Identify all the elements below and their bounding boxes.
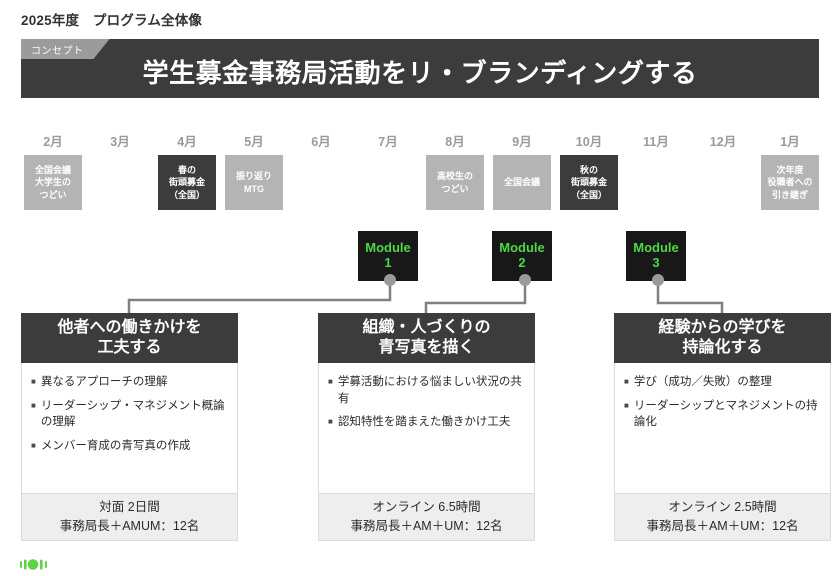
program-card-1[interactable]: 他者への働きかけを 工夫する ■ 異なるアプローチの理解 ■ リーダーシップ・マネジメン… <box>21 313 238 541</box>
timeline-month-3: 4月 <box>177 135 197 149</box>
connector-svg <box>127 274 724 313</box>
connector-dot-module1 <box>384 274 396 286</box>
card-bullet-list: ■ 学び（成功／失敗）の整理 ■ リーダーシップとマネジメントの持論化 <box>614 363 831 493</box>
module-label: Module <box>633 240 679 256</box>
timeline-month-9: 10月 <box>575 135 603 149</box>
timeline-event-1: 全国会議 大学生の つどい <box>24 155 82 210</box>
timeline-month-12: 1月 <box>780 135 800 149</box>
logo-mark-icon <box>20 559 47 570</box>
timeline-event-7: 次年度 役職者への 引き継ぎ <box>761 155 819 210</box>
timeline-month-1: 2月 <box>43 135 63 149</box>
card-bullet-item: ■ リーダーシップとマネジメントの持論化 <box>624 398 821 431</box>
card-footer-participants: 事務局長＋AMUM：12名 <box>59 519 200 533</box>
timeline-month-8: 9月 <box>512 135 532 149</box>
connector-dot-module3 <box>652 274 664 286</box>
card-bullet-item: ■ 認知特性を踏まえた働きかけ工夫 <box>328 414 525 431</box>
brand-logo <box>20 558 66 571</box>
card-bullet-item: ■ 学び（成功／失敗）の整理 <box>624 374 821 391</box>
square-bullet-icon: ■ <box>31 441 36 451</box>
page-title: 2025年度 プログラム全体像 <box>21 13 203 28</box>
timeline-month-7: 8月 <box>445 135 465 149</box>
module-number: 1 <box>384 255 392 270</box>
card-bullet-list: ■ 異なるアプローチの理解 ■ リーダーシップ・マネジメント概論の理解 ■ メンバー育成の… <box>21 363 238 493</box>
card-bullet-item: ■ 異なるアプローチの理解 <box>31 374 228 391</box>
square-bullet-icon: ■ <box>31 377 36 386</box>
card-bullet-item: ■ リーダーシップ・マネジメント概論の理解 <box>31 398 228 431</box>
module-label: Module <box>365 240 411 256</box>
program-card-3[interactable]: 経験からの学びを 持論化する ■ 学び（成功／失敗）の整理 ■ リーダーシップとマネジメ… <box>614 313 831 541</box>
connector-dot-module2 <box>519 274 531 286</box>
card-footer: オンライン 2.5時間事務局長＋AM＋UM：12名 <box>614 493 831 541</box>
card-bullet-text: メンバー育成の青写真の作成 <box>40 440 191 453</box>
card-heading: 組織・人づくりの 青写真を描く <box>318 313 535 363</box>
concept-title: 学生募金事務局活動をリ・ブランディングする <box>142 58 698 88</box>
module-label: Module <box>499 240 545 256</box>
timeline-month-11: 12月 <box>709 135 737 149</box>
card-footer-participants: 事務局長＋AM＋UM：12名 <box>350 519 503 533</box>
square-bullet-icon: ■ <box>328 377 333 386</box>
card-heading: 他者への働きかけを 工夫する <box>21 313 238 363</box>
card-bullet-text: 学募活動における悩ましい状況の共有 <box>337 376 522 405</box>
connector-module3 <box>656 283 724 313</box>
timeline-months: 2月 3月 4月 5月 6月 7月 8月 9月 10月 11月 12月 1月 <box>0 131 840 149</box>
timeline-event-5: 全国会議 <box>493 155 551 210</box>
card-footer: 対面 2日間事務局長＋AMUM：12名 <box>21 493 238 541</box>
concept-tag: コンセプト <box>21 39 110 59</box>
square-bullet-icon: ■ <box>624 400 629 410</box>
timeline-event-4: 高校生の つどい <box>426 155 484 210</box>
card-footer: オンライン 6.5時間事務局長＋AM＋UM：12名 <box>318 493 535 541</box>
card-bullet-list: ■ 学募活動における悩ましい状況の共有 ■ 認知特性を踏まえた働きかけ工夫 <box>318 363 535 493</box>
connector-module1 <box>127 283 392 313</box>
timeline-month-10: 11月 <box>643 135 669 149</box>
card-footer-format: オンライン 2.5時間 <box>668 500 777 515</box>
timeline-month-4: 5月 <box>244 135 264 149</box>
timeline-month-2: 3月 <box>110 135 130 149</box>
timeline-event-3: 振り返り MTG <box>225 155 283 210</box>
card-bullet-text: リーダーシップとマネジメントの持論化 <box>633 399 818 429</box>
timeline-month-5: 6月 <box>311 135 331 149</box>
card-bullet-text: リーダーシップ・マネジメント概論の理解 <box>40 399 225 429</box>
card-bullet-item: ■ メンバー育成の青写真の作成 <box>31 438 228 455</box>
card-bullet-text: 学び（成功／失敗）の整理 <box>633 376 772 388</box>
card-footer-participants: 事務局長＋AM＋UM：12名 <box>646 519 799 533</box>
card-bullet-text: 認知特性を踏まえた働きかけ工夫 <box>337 416 511 429</box>
square-bullet-icon: ■ <box>31 400 36 410</box>
module-number: 3 <box>652 255 660 270</box>
concept-banner: コンセプト 学生募金事務局活動をリ・ブランディングする <box>21 39 819 98</box>
square-bullet-icon: ■ <box>624 377 629 386</box>
timeline-events: 全国会議 大学生の つどい 春の 街頭募金 （全国）振り返り MTG 高校生の つど… <box>0 155 840 217</box>
program-card-2[interactable]: 組織・人づくりの 青写真を描く ■ 学募活動における悩ましい状況の共有 ■ 認知特性を踏… <box>318 313 535 541</box>
card-heading: 経験からの学びを 持論化する <box>614 313 831 363</box>
module-number: 2 <box>518 255 526 270</box>
timeline-event-6: 秋の 街頭募金 （全国） <box>560 155 618 210</box>
card-footer-format: 対面 2日間 <box>99 500 160 515</box>
connector-module2 <box>424 283 527 313</box>
card-footer-format: オンライン 6.5時間 <box>372 500 481 515</box>
card-bullet-item: ■ 学募活動における悩ましい状況の共有 <box>328 374 525 407</box>
square-bullet-icon: ■ <box>328 417 333 427</box>
card-bullet-text: 異なるアプローチの理解 <box>40 376 168 388</box>
connector-lines <box>0 225 840 320</box>
timeline-event-2: 春の 街頭募金 （全国） <box>158 155 216 210</box>
timeline-month-6: 7月 <box>378 135 398 149</box>
